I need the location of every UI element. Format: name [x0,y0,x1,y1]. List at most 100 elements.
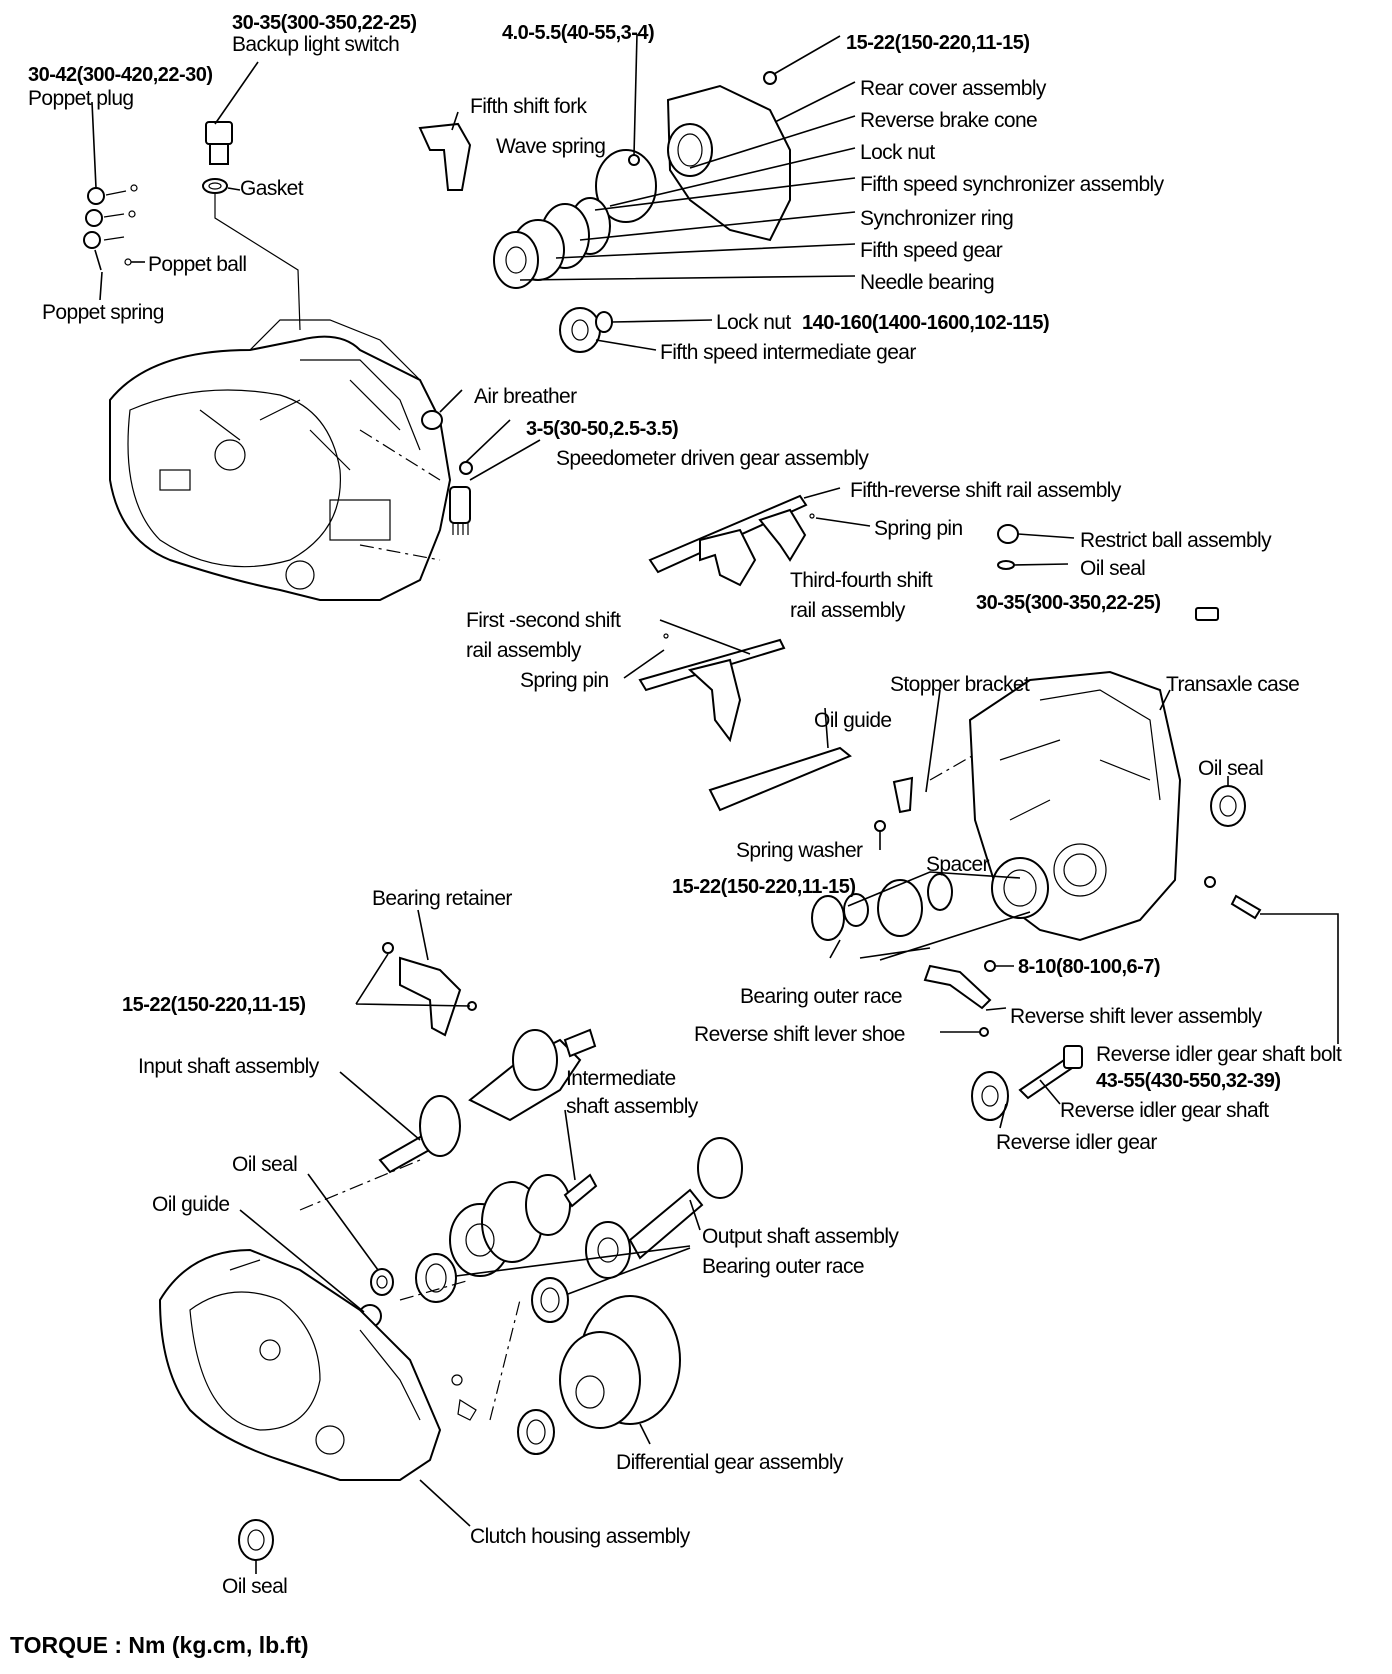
fifth-sync-label: Fifth speed synchronizer assembly [860,173,1164,196]
input-shaft-part [378,1028,597,1174]
bearing-retainer-part [382,942,477,1037]
rear-cover-leaders [773,35,856,123]
wave-bolt-part [628,154,640,166]
spacer-label: Spacer [926,853,990,876]
intermediate-shaft-part [449,1173,598,1277]
oil-seal-case-label: Oil seal [1198,757,1264,780]
backup-light-switch-part [202,121,233,194]
lock-nut-label: Lock nut [860,141,935,164]
bearing-outer-race1-label: Bearing outer race [740,985,903,1008]
spring-washer-label: Spring washer [736,839,863,862]
bearing-retainer-label: Bearing retainer [372,887,512,910]
output-shaft-label: Output shaft assembly [702,1225,899,1248]
reverse-shoe-label: Reverse shift lever shoe [694,1023,905,1046]
fifth-shift-fork-label: Fifth shift fork [470,95,587,118]
clutch-housing-part [158,1248,442,1481]
restrict-ball-part [997,524,1019,570]
rear-cover-bolt-part [763,71,777,85]
air-breather-label: Air breather [474,385,577,408]
spring-pin2-dot [663,633,669,639]
wave-bolt-leader [633,33,638,156]
idler-shaft-label: Reverse idler gear shaft [1060,1099,1269,1122]
restrict-bolt-part [1195,607,1219,621]
restrict-ball-label: Restrict ball assembly [1080,529,1272,552]
retainer-leaders [355,909,471,1007]
oil-guide-leader [824,707,829,749]
spring-pin2-label: Spring pin [520,669,609,692]
spring-pin1-label: Spring pin [874,517,963,540]
dowel-ring [451,1374,463,1386]
reverse-brake-cone-label: Reverse brake cone [860,109,1038,132]
fifth-reverse-rail-part [648,494,808,587]
idler-leaders [999,1079,1061,1129]
clutch-housing-label: Clutch housing assembly [470,1525,690,1548]
fifth-reverse-rail-label: Fifth-reverse shift rail assembly [850,479,1121,502]
air-breather-part [421,410,443,430]
poppet-plug-torque: 30-42(300-420,22-30) [28,64,213,86]
first-second-rail-part [638,638,786,743]
inter-leader [564,1109,576,1181]
restrict-leaders [1013,533,1075,566]
fifth-intermediate-gear-part [559,307,613,353]
backup-dashed-guide [214,194,301,331]
clutch-leader [419,1479,471,1527]
oil-seal-bottom-label: Oil seal [222,1575,288,1598]
fifth-leaders [519,115,856,281]
idler-bolt-part [1230,894,1262,920]
fifth-inter-leaders [595,319,713,351]
oil-guide-upper-part [708,746,852,812]
lever-torque: 8-10(80-100,6-7) [1018,956,1161,978]
spring-pin-dot [809,513,815,519]
oil-seal-lower-label: Oil seal [232,1153,298,1176]
speedo-leaders [465,419,541,481]
differential-part [559,1295,681,1429]
race-leaders [829,871,1031,961]
poppet-leader-lines [91,101,103,301]
bearing-race-set [811,857,1049,941]
fifth-shift-fork-part [418,122,472,191]
poppet-spring-label: Poppet spring [42,301,164,324]
poppet-plugs [83,184,138,266]
sync-ring-label: Synchronizer ring [860,207,1014,230]
rear-cover-label: Rear cover assembly [860,77,1046,100]
speedo-torque: 3-5(30-50,2.5-3.5) [526,418,679,440]
rear-cover-part [666,84,791,242]
poppet-ball-label: Poppet ball [148,253,247,276]
assembly-dashes [299,1159,521,1421]
synchronizer-stack [493,197,611,289]
stopper-leaders [879,689,941,850]
inter-shaft-label-2: shaft assembly [566,1095,698,1118]
oil-guide-lower-leader [239,1209,365,1313]
oil-seal-case-part [1210,785,1246,827]
reverse-lever-label: Reverse shift lever assembly [1010,1005,1262,1028]
wave-spring-label: Wave spring [496,135,606,158]
fifth-gear-label: Fifth speed gear [860,239,1003,262]
spring-pin-leader [815,517,871,527]
third-fourth-rail-label-2: rail assembly [790,599,905,622]
rail-leader [803,487,841,499]
idler-gear-label: Reverse idler gear [996,1131,1157,1154]
oil-seal-lower-part [370,1268,394,1296]
speedo-gear-label: Speedometer driven gear assembly [556,447,869,470]
oil-seal-lower-leader [307,1173,379,1271]
wave-bolt-torque: 4.0-5.5(40-55,3-4) [502,22,655,44]
bearing-races-lower [415,1253,569,1323]
differential-label: Differential gear assembly [616,1451,843,1474]
transaxle-main-body [109,319,452,601]
wave-spring-part [595,149,657,223]
poppet-plug-label: Poppet plug [28,87,134,110]
output-leader [689,1199,701,1231]
backup-leaders [214,61,259,191]
diff-race-part [517,1409,555,1455]
first-second-rail-label-2: rail assembly [466,639,581,662]
retainer-torque: 15-22(150-220,11-15) [122,994,306,1016]
idler-bolt-leader [1260,913,1339,1044]
oil-guide-upper-label: Oil guide [814,709,892,732]
lever-leaders [940,965,1014,1033]
bolt-washer-part [1204,876,1216,888]
gasket-label: Gasket [240,177,304,200]
output-shaft-part [585,1137,743,1279]
third-fourth-rail-label-1: Third-fourth shift [790,569,933,592]
bearing-outer-race2-label: Bearing outer race [702,1255,865,1278]
